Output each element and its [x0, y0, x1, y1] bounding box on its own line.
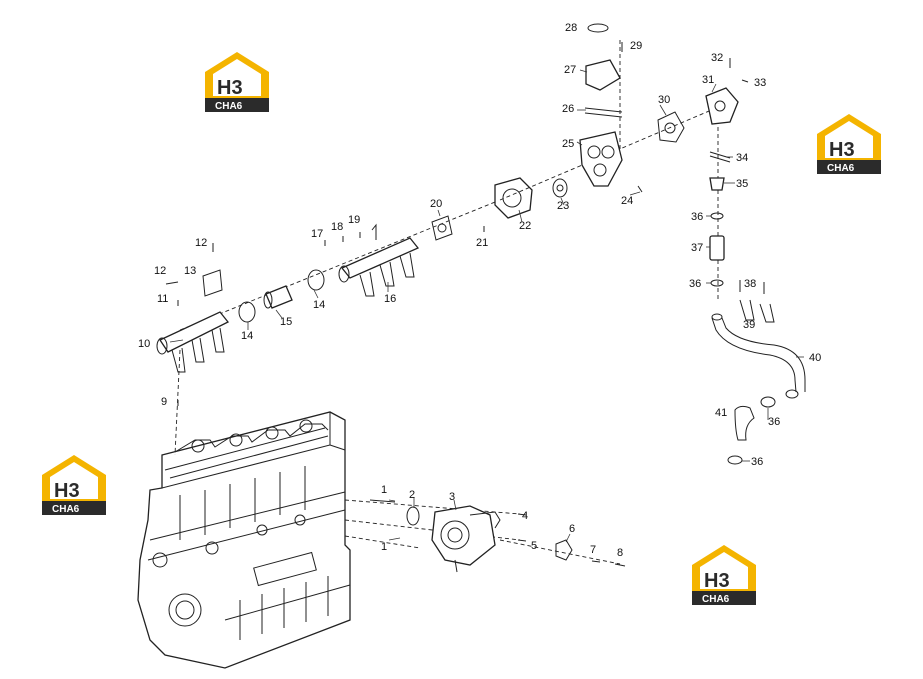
label-part-36: 36	[768, 416, 780, 428]
label-part-12: 12	[154, 265, 166, 277]
label-part-28: 28	[565, 22, 577, 34]
label-part-29: 29	[630, 40, 642, 52]
part-labels: 1 1 2 3 4 5 6 7 8 9 10 11 12 12 13 14 14…	[138, 22, 821, 559]
label-part-10: 10	[138, 338, 150, 350]
label-part-32: 32	[711, 52, 723, 64]
label-part-14: 14	[241, 330, 253, 342]
label-part-2: 2	[409, 489, 415, 501]
svg-text:H3: H3	[704, 570, 730, 592]
svg-text:H3: H3	[217, 77, 243, 99]
svg-text:H3: H3	[829, 139, 855, 161]
label-part-23: 23	[557, 200, 569, 212]
label-part-36: 36	[751, 456, 763, 468]
label-part-40: 40	[809, 352, 821, 364]
label-part-17: 17	[311, 228, 323, 240]
engine-block	[137, 411, 351, 669]
label-part-4: 4	[522, 510, 528, 522]
thermostat-group	[499, 23, 736, 201]
label-part-9: 9	[161, 396, 167, 408]
label-part-35: 35	[736, 178, 748, 190]
label-part-38: 38	[744, 278, 756, 290]
watermark-logo: H3 CHA6	[692, 545, 756, 605]
label-part-1: 1	[381, 484, 387, 496]
label-part-30: 30	[658, 94, 670, 106]
label-part-15: 15	[280, 316, 292, 328]
svg-text:CHA6: CHA6	[702, 594, 730, 605]
svg-text:CHA6: CHA6	[215, 101, 243, 112]
manifold-group	[156, 177, 533, 456]
label-part-36: 36	[689, 278, 701, 290]
label-part-19: 19	[348, 214, 360, 226]
svg-text:CHA6: CHA6	[827, 163, 855, 174]
label-part-12: 12	[195, 237, 207, 249]
label-part-37: 37	[691, 242, 703, 254]
water-pump-group	[344, 499, 626, 573]
label-part-21: 21	[476, 237, 488, 249]
watermark-logo: H3 CHA6	[42, 455, 106, 515]
label-part-20: 20	[430, 198, 442, 210]
label-part-1: 1	[381, 541, 387, 553]
label-part-36: 36	[691, 211, 703, 223]
label-part-16: 16	[384, 293, 396, 305]
label-part-27: 27	[564, 64, 576, 76]
label-part-7: 7	[590, 544, 596, 556]
svg-text:CHA6: CHA6	[52, 504, 80, 515]
outlet-pipe-group	[705, 58, 806, 465]
label-part-11: 11	[157, 293, 168, 305]
label-part-26: 26	[562, 103, 574, 115]
label-part-5: 5	[531, 540, 537, 552]
svg-text:H3: H3	[54, 480, 80, 502]
watermark-logo: H3 CHA6	[817, 114, 881, 174]
label-part-13: 13	[184, 265, 196, 277]
label-part-18: 18	[331, 221, 343, 233]
label-part-14: 14	[313, 299, 325, 311]
label-part-22: 22	[519, 220, 531, 232]
label-part-6: 6	[569, 523, 575, 535]
leader-lines	[169, 69, 804, 543]
label-part-3: 3	[449, 491, 455, 503]
label-part-34: 34	[736, 152, 748, 164]
label-part-39: 39	[743, 319, 755, 331]
label-part-33: 33	[754, 77, 766, 89]
label-part-41: 41	[715, 407, 727, 419]
label-part-25: 25	[562, 138, 574, 150]
watermark-logo: H3 CHA6	[205, 52, 269, 112]
label-part-8: 8	[617, 547, 623, 559]
label-part-31: 31	[702, 74, 714, 86]
label-part-24: 24	[621, 195, 633, 207]
